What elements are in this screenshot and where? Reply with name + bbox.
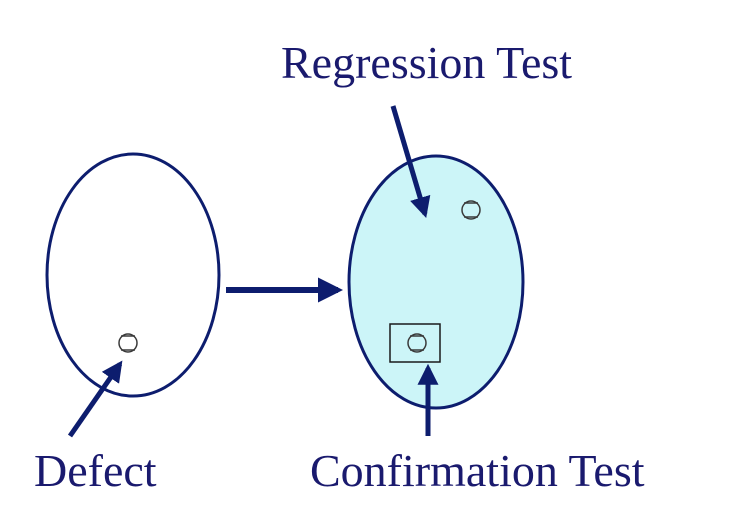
confirmation-box: [389, 323, 441, 363]
defect-pointer-arrow: [67, 360, 123, 438]
defect-marker-icon: [118, 333, 138, 353]
before-system-ellipse: [45, 152, 221, 398]
regression-marker-icon: [461, 200, 481, 220]
after-system-ellipse: [347, 154, 525, 410]
defect-label: Defect: [34, 445, 157, 496]
regression-test-label: Regression Test: [281, 37, 573, 88]
confirmation-test-label: Confirmation Test: [310, 445, 645, 496]
confirmation-marker-icon: [407, 333, 427, 353]
regression-pointer-arrow: [390, 105, 431, 219]
